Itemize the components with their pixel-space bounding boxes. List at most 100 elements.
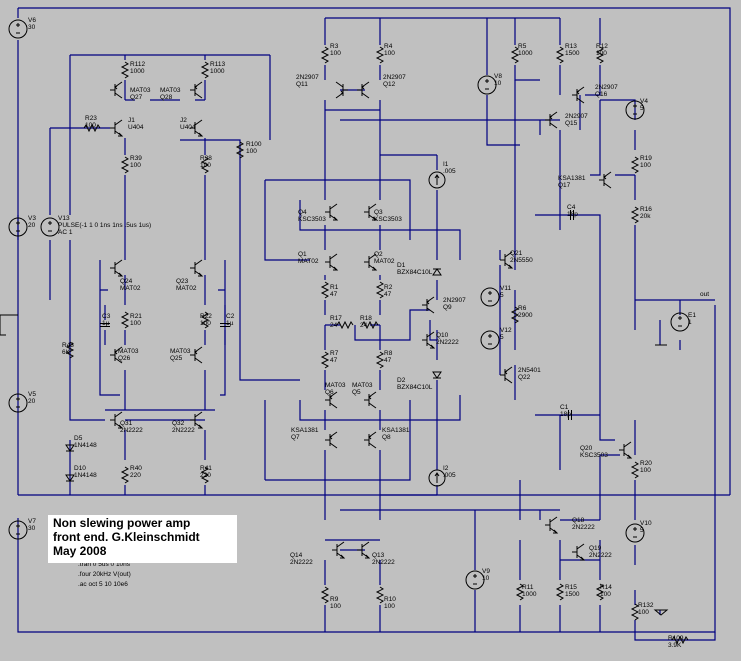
label-i2: I2 <box>443 465 449 472</box>
resistor-r113 <box>201 61 209 79</box>
label-r17: R17 <box>330 315 342 322</box>
resistor-r9 <box>321 586 329 604</box>
label-r3: R3 <box>330 43 339 50</box>
label-e1-value1: 1 <box>688 319 692 326</box>
label-r12: R12 <box>596 43 608 50</box>
zener-d2 <box>432 371 442 379</box>
resistor-r39 <box>121 156 129 174</box>
label-r11: R11 <box>522 584 534 591</box>
label-r11-value1: 1000 <box>522 591 537 598</box>
label-q13: Q13 <box>372 552 385 559</box>
label-q19-value1: 2N2222 <box>589 552 612 559</box>
label-q18-value1: 2N2222 <box>572 524 595 531</box>
label-c4-value1: 18p <box>567 211 578 218</box>
label-r4: R4 <box>384 43 393 50</box>
label-c2-value1: 1µ <box>226 320 234 327</box>
transistor-q8 <box>363 431 377 449</box>
label-r13-value1: 1500 <box>565 50 580 57</box>
label-q20-value1: KSC3503 <box>580 452 608 459</box>
label-q24: Q24 <box>120 278 133 285</box>
jfet-j1 <box>109 119 123 137</box>
label-r6-value1: 2900 <box>518 312 533 319</box>
transistor-q24 <box>109 259 123 277</box>
label-q9-value1: Q9 <box>443 304 452 311</box>
label-q21-value1: 2N5550 <box>510 257 533 264</box>
label-r15: R15 <box>565 584 577 591</box>
label-v11: V11 <box>500 285 511 292</box>
label-r18: R18 <box>360 315 372 322</box>
label-v5-value1: 20 <box>28 398 36 405</box>
label-q8: KSA1381 <box>382 427 410 434</box>
label-q17-value1: Q17 <box>558 182 571 189</box>
label-r3-value1: 100 <box>330 50 341 57</box>
label-r16: R16 <box>640 206 652 213</box>
label-q25: MAT03 <box>170 348 191 355</box>
label-q31: Q31 <box>120 420 133 427</box>
label-d1-value1: BZX84C10L <box>397 269 433 276</box>
label-r113: R113 <box>210 61 225 68</box>
label-q7-value1: Q7 <box>291 434 300 441</box>
directive-four: .four 20kHz V(out) <box>78 571 131 578</box>
voltage-source-v13 <box>40 217 60 237</box>
label-v13-value1: PULSE(-1 1 0 1ns 1ns .5us 1us) <box>58 222 151 229</box>
label-r8: R8 <box>384 350 393 357</box>
label-q18: Q18 <box>572 517 585 524</box>
title-line-1: Non slewing power amp <box>53 516 191 530</box>
label-q12-value1: Q12 <box>383 81 396 88</box>
label-v9: V9 <box>482 568 490 575</box>
resistor-r1 <box>321 281 329 299</box>
label-q1: Q1 <box>298 251 307 258</box>
label-c3: C3 <box>102 313 111 320</box>
label-r14: R14 <box>600 584 612 591</box>
label-v10-value1: 5 <box>640 527 644 534</box>
label-d5: D5 <box>74 435 83 442</box>
label-v7-value1: 30 <box>28 525 36 532</box>
wire-v13 <box>69 55 105 421</box>
label-q23: Q23 <box>176 278 189 285</box>
transistor-q1 <box>324 253 338 271</box>
label-d10: D10 <box>74 465 86 472</box>
label-q3: Q3 <box>374 209 383 216</box>
label-r1-value1: 47 <box>330 291 338 298</box>
label-r17-value1: 24 <box>330 322 338 329</box>
label-q14: Q14 <box>290 552 303 559</box>
label-r12-value1: 100 <box>596 50 607 57</box>
label-q21: Q21 <box>510 250 523 257</box>
label-q7: KSA1381 <box>291 427 319 434</box>
label-q2: Q2 <box>374 251 383 258</box>
label-r100-value1: 100 <box>246 148 257 155</box>
label-c4: C4 <box>567 204 576 211</box>
wire-left-rail <box>17 8 730 496</box>
label-v7: V7 <box>28 518 36 525</box>
label-v6: V6 <box>28 17 36 24</box>
label-q31-value1: 2N2222 <box>120 427 143 434</box>
label-q26-value1: Q26 <box>118 355 131 362</box>
directive-ac: .ac oct 5 10 10e6 <box>78 581 128 588</box>
label-i2-value1: .005 <box>443 472 456 479</box>
net-label-out: out <box>700 291 709 298</box>
resistor-r4 <box>376 46 384 64</box>
resistor-r19 <box>631 156 639 174</box>
label-v12: V12 <box>500 327 512 334</box>
label-q20: Q20 <box>580 445 593 452</box>
label-r38: R38 <box>200 155 212 162</box>
label-q11: 2N2907 <box>296 74 319 81</box>
transistor-q16 <box>571 86 585 104</box>
zener-d1 <box>432 268 442 276</box>
wire-bottom-rail <box>17 305 716 633</box>
label-q22: 2N5401 <box>518 367 541 374</box>
wire-bot-neg <box>324 605 601 632</box>
label-r113-value1: 1000 <box>210 68 225 75</box>
label-r41-value1: 220 <box>200 472 211 479</box>
directive-tran: .tran 0 5us 0 10ns <box>78 561 131 568</box>
label-q27-value1: Q27 <box>130 94 143 101</box>
transistor-q4 <box>324 203 338 221</box>
label-d10-value1: 1N4148 <box>74 472 97 479</box>
label-r2-value1: 47 <box>384 291 392 298</box>
label-v9-value1: 10 <box>482 575 490 582</box>
label-i1: I1 <box>443 161 449 168</box>
label-c3-value1: 1µ <box>102 320 110 327</box>
label-r7-value1: 47 <box>330 357 338 364</box>
